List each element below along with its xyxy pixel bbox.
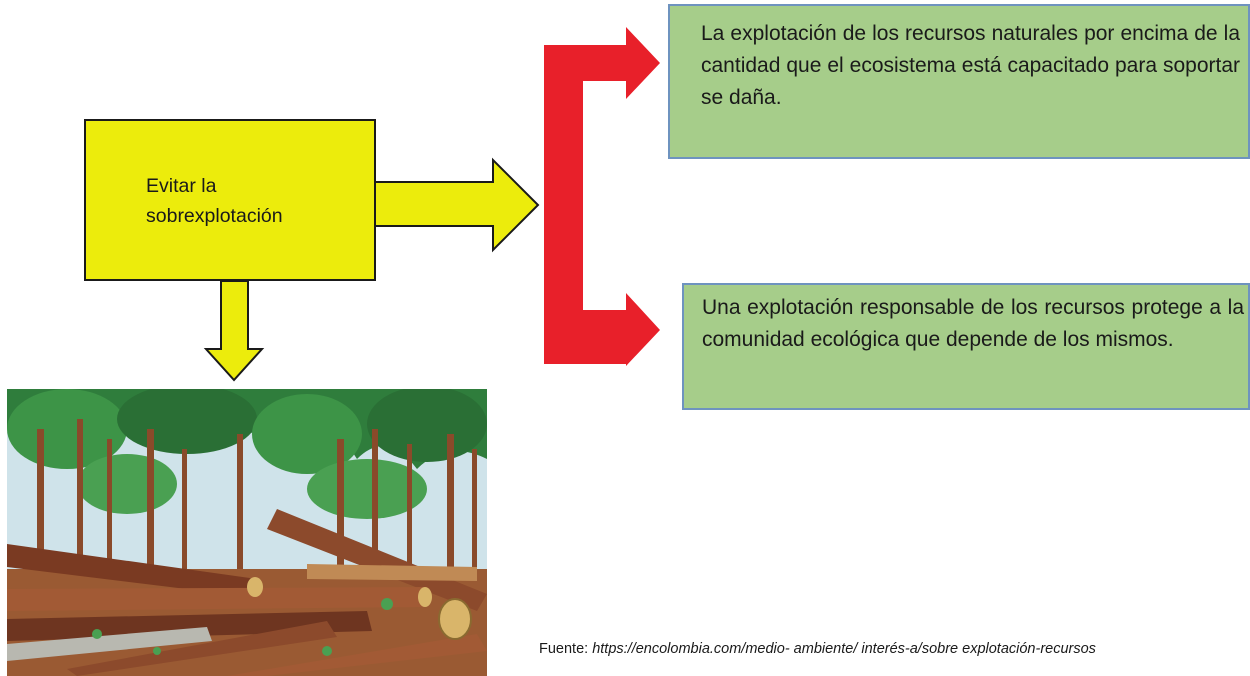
- red-bracket: [544, 27, 660, 366]
- down-arrow: [203, 280, 265, 382]
- concept-label: Evitar la sobrexplotación: [146, 171, 283, 231]
- forest-logs-illustration: [7, 389, 487, 676]
- statement-box-bottom: Una explotación responsable de los recur…: [682, 283, 1250, 410]
- source-url[interactable]: https://encolombia.com/medio- ambiente/ …: [592, 641, 1096, 657]
- statement-text-top: La explotación de los recursos naturales…: [701, 22, 1240, 109]
- right-arrow: [373, 157, 540, 253]
- statement-box-top: La explotación de los recursos naturales…: [668, 4, 1250, 159]
- source-label: Fuente:: [539, 641, 589, 657]
- statement-text-bottom: Una explotación responsable de los recur…: [702, 296, 1244, 351]
- concept-label-line2: sobrexplotación: [146, 205, 283, 227]
- concept-label-line1: Evitar la: [146, 175, 217, 197]
- source-citation: Fuente: https://encolombia.com/medio- am…: [539, 641, 1096, 657]
- concept-box: Evitar la sobrexplotación: [84, 119, 376, 281]
